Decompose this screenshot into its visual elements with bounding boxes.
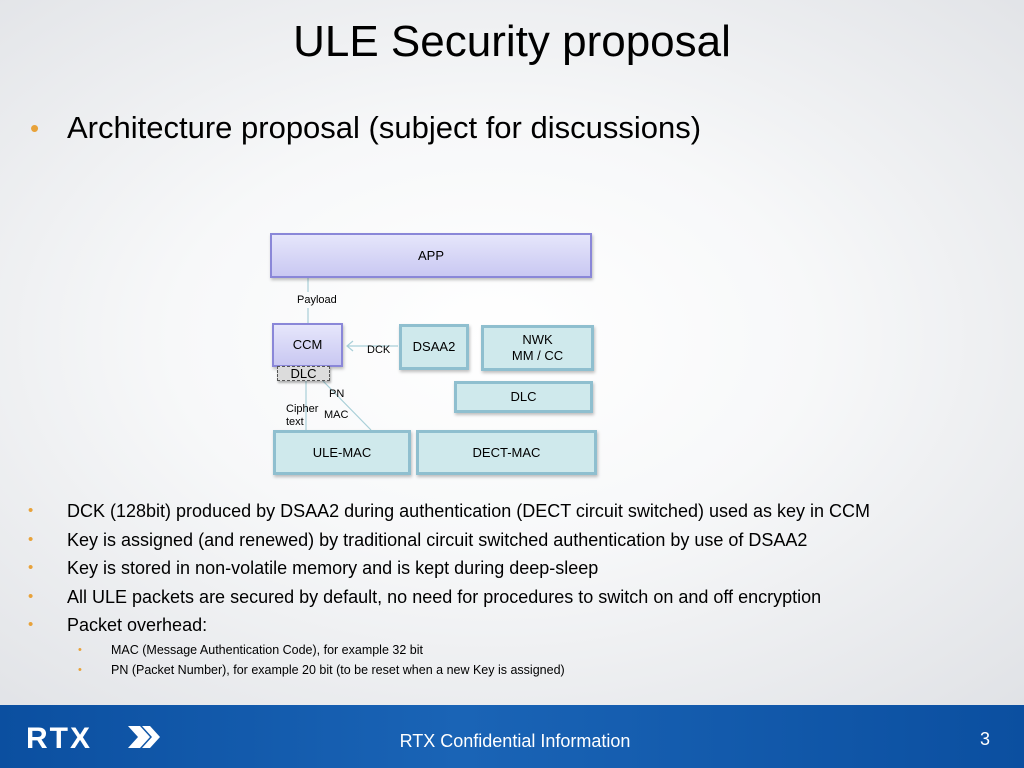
pn-label: PN xyxy=(329,388,345,400)
bullet-item: • Key is assigned (and renewed) by tradi… xyxy=(28,526,1008,555)
bullet-item: • Packet overhead: xyxy=(28,611,1008,640)
dlc-small-label: DLC xyxy=(290,365,317,381)
bullet-dot: • xyxy=(28,616,34,633)
main-bullet-text: Architecture proposal (subject for discu… xyxy=(67,110,702,145)
dlc-small-box: DLC xyxy=(277,366,330,381)
app-box: APP xyxy=(270,233,592,278)
text-line: text xyxy=(286,416,304,428)
rtx-logo-text: RTX xyxy=(26,723,92,751)
bullet-text: Key is stored in non-volatile memory and… xyxy=(67,558,599,578)
bullet-dot: • xyxy=(28,587,34,605)
bullet-dot: • xyxy=(28,502,34,519)
ule-mac-label: ULE-MAC xyxy=(312,444,372,460)
dck-label: DCK xyxy=(367,344,391,356)
bullet-dot: • xyxy=(28,559,34,576)
sub-bullet-item: • MAC (Message Authentication Code), for… xyxy=(28,640,1008,660)
sub-bullet-text: MAC (Message Authentication Code), for e… xyxy=(111,642,423,657)
logo-chevron-2 xyxy=(142,726,160,748)
dect-mac-label: DECT-MAC xyxy=(472,444,541,460)
confidential-label: RTX Confidential Information xyxy=(399,731,631,751)
cipher-text-label: Cipher text xyxy=(286,403,318,429)
bullet-text: Key is assigned (and renewed) by traditi… xyxy=(67,529,808,550)
ccm-label: CCM xyxy=(292,337,323,352)
ule-mac-box: ULE-MAC xyxy=(273,430,411,475)
dsaa2-box: DSAA2 xyxy=(399,324,469,370)
sub-bullet-text: PN (Packet Number), for example 20 bit (… xyxy=(111,662,565,677)
sub-bullet-dot: • xyxy=(78,643,82,656)
bullet-item: • DCK (128bit) produced by DSAA2 during … xyxy=(28,497,1008,526)
bullet-dot: • xyxy=(30,113,40,143)
dsaa2-label: DSAA2 xyxy=(412,339,456,354)
ccm-box: CCM xyxy=(272,323,343,367)
bullet-text: Packet overhead: xyxy=(67,615,208,635)
dlc-box: DLC xyxy=(454,381,593,413)
footer-bar: RTX RTX Confidential Information 3 xyxy=(0,705,1024,768)
connector-dlc-mac xyxy=(322,380,372,431)
dlc-label: DLC xyxy=(510,389,537,404)
sub-bullet-item: • PN (Packet Number), for example 20 bit… xyxy=(28,660,1008,680)
dect-mac-box: DECT-MAC xyxy=(416,430,597,475)
architecture-diagram: APP Payload CCM DLC DCK DSAA2 NWK MM / C… xyxy=(270,233,597,475)
diagram-connectors xyxy=(305,278,398,431)
slide-title: ULE Security proposal xyxy=(293,17,731,66)
mm-cc-label: MM / CC xyxy=(511,348,564,363)
main-bullet: • Architecture proposal (subject for dis… xyxy=(30,108,990,148)
bullet-item: • Key is stored in non-volatile memory a… xyxy=(28,554,1008,583)
logo-chevron-1 xyxy=(128,726,150,748)
nwk-label: NWK xyxy=(522,332,553,347)
bullet-dot: • xyxy=(28,530,34,548)
bullet-item: • All ULE packets are secured by default… xyxy=(28,583,1008,612)
nwk-box: NWK MM / CC xyxy=(481,325,594,371)
payload-label: Payload xyxy=(297,294,337,306)
app-label: APP xyxy=(417,247,444,263)
bullet-text: DCK (128bit) produced by DSAA2 during au… xyxy=(67,501,871,521)
bullet-list: • DCK (128bit) produced by DSAA2 during … xyxy=(28,497,1008,680)
page-number: 3 xyxy=(979,729,990,749)
arrowhead-dck xyxy=(346,340,354,352)
sub-bullet-dot: • xyxy=(78,663,82,676)
cipher-line: Cipher xyxy=(286,403,319,415)
mac-label: MAC xyxy=(324,409,349,421)
bullet-text: All ULE packets are secured by default, … xyxy=(67,586,822,607)
rtx-logo: RTX xyxy=(26,723,160,751)
